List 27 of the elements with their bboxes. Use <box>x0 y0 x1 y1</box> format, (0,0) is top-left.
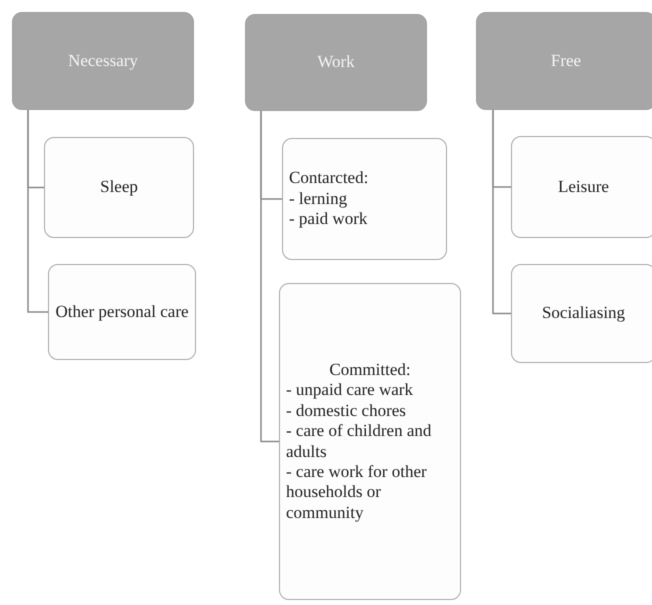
list-item: - unpaid care wark <box>286 380 413 401</box>
box-label: Contarcted: <box>289 168 368 189</box>
list-item: - care work for other households or community <box>286 462 428 524</box>
category-box <box>476 12 652 110</box>
box-label: Other personal care <box>55 302 189 322</box>
category-box <box>245 14 427 111</box>
connector-line <box>492 110 511 314</box>
box-label: Work <box>317 52 355 73</box>
list-item: - domestic chores <box>286 400 406 422</box>
connector-line <box>260 111 279 442</box>
connector-line <box>27 110 48 313</box>
box-label: Sleep <box>100 177 138 198</box>
list-item: - lerning <box>289 188 348 210</box>
box-label: Leisure <box>558 176 609 198</box>
list-item: - care of children and adults <box>286 421 432 462</box>
box-label: Necessary <box>68 50 138 72</box>
activity-box <box>511 136 652 238</box>
box-label: Socialiasing <box>542 303 626 324</box>
list-item: - paid work <box>289 209 368 230</box>
activity-box <box>279 283 461 600</box>
activity-box <box>48 264 196 360</box>
activity-box <box>282 138 447 260</box>
box-label: Free <box>550 50 582 72</box>
box-label: Committed: <box>329 360 411 380</box>
activity-box <box>44 137 194 238</box>
activity-box <box>511 264 652 363</box>
category-box <box>12 12 194 110</box>
